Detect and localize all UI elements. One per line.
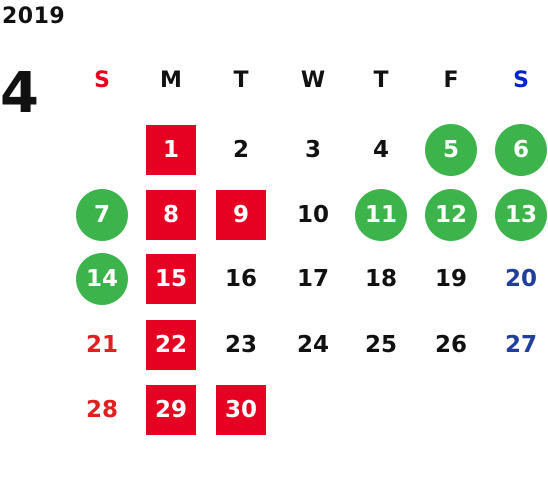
day-cell: 11 <box>355 189 407 241</box>
weekday-wed: W <box>300 68 326 93</box>
month-label: 4 <box>0 61 39 126</box>
day-cell: 3 <box>304 137 321 163</box>
day-cell: 21 <box>85 332 118 358</box>
day-cell: 9 <box>216 190 266 240</box>
day-cell: 4 <box>372 137 389 163</box>
day-cell: 26 <box>434 332 467 358</box>
day-cell: 20 <box>504 266 537 292</box>
day-cell: 27 <box>504 332 537 358</box>
day-cell: 18 <box>364 266 397 292</box>
day-cell: 24 <box>296 332 329 358</box>
weekday-tue: T <box>233 68 249 93</box>
day-cell: 23 <box>224 332 257 358</box>
day-cell: 5 <box>425 124 477 176</box>
day-cell: 10 <box>296 202 329 228</box>
day-cell: 14 <box>76 253 128 305</box>
day-cell: 16 <box>224 266 257 292</box>
weekday-mon: M <box>160 68 182 93</box>
day-cell: 12 <box>425 189 477 241</box>
day-cell: 1 <box>146 125 196 175</box>
day-cell: 6 <box>495 124 547 176</box>
weekday-fri: F <box>443 68 459 93</box>
day-cell: 28 <box>85 397 118 423</box>
weekday-thu: T <box>373 68 389 93</box>
day-cell: 30 <box>216 385 266 435</box>
day-cell: 2 <box>232 137 249 163</box>
weekday-sat: S <box>513 68 529 93</box>
day-cell: 29 <box>146 385 196 435</box>
day-cell: 22 <box>146 320 196 370</box>
day-cell: 13 <box>495 189 547 241</box>
day-cell: 25 <box>364 332 397 358</box>
day-cell: 17 <box>296 266 329 292</box>
day-cell: 7 <box>76 189 128 241</box>
day-cell: 15 <box>146 254 196 304</box>
year-label: 2019 <box>2 4 66 29</box>
weekday-sun: S <box>94 68 110 93</box>
day-cell: 19 <box>434 266 467 292</box>
day-cell: 8 <box>146 190 196 240</box>
